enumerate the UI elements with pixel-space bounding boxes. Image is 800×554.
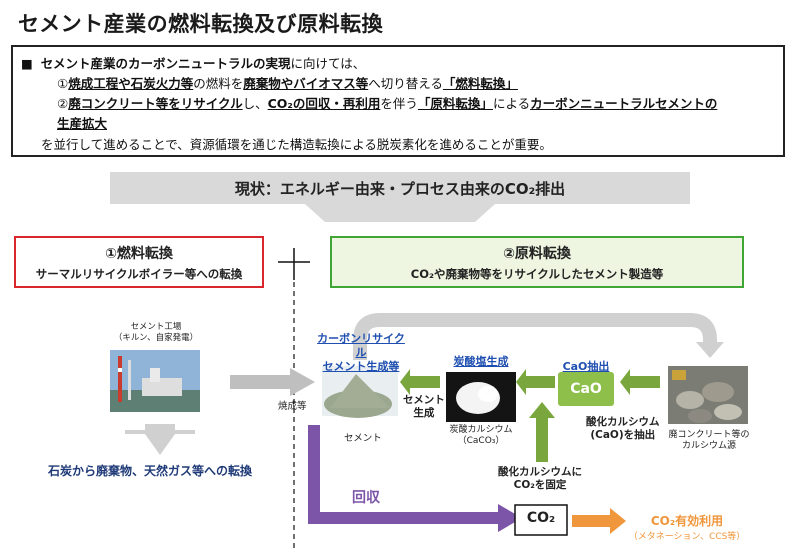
carbonate-label-line: （CaCO₃）: [457, 436, 505, 446]
extract-label: 酸化カルシウム (CaO)を抽出: [586, 416, 660, 442]
fuel-switch-title: ①燃料転換: [105, 246, 173, 262]
extract-line: (CaO)を抽出: [590, 429, 656, 441]
summary-line-3: ②廃コンクリート等をリサイクルし、CO₂の回収・再利用を伴う「原料転換」によるカ…: [57, 93, 717, 112]
utilization-sub: （メタネーション、CCS等）: [628, 532, 746, 542]
raw-switch-subtitle: CO₂や廃棄物等をリサイクルしたセメント製造等: [410, 267, 664, 281]
raw-switch-box: ②原料転換 CO₂や廃棄物等をリサイクルしたセメント製造等: [330, 236, 744, 288]
summary-box: ■ セメント産業のカーボンニュートラルの実現に向けては、 ①焼成工程や石炭火力等…: [11, 45, 785, 157]
cement-gen-line: カーボンリサイクル: [317, 332, 405, 359]
plant-down-arrow-shaft: [145, 424, 175, 432]
cement-make-line: 生成: [413, 407, 435, 419]
waste-label-line: カルシウム源: [681, 441, 736, 451]
top-return-arrow: [353, 313, 717, 360]
plant-down-arrow: [125, 430, 195, 455]
summary-phrase: CO₂の回収・再利用: [267, 96, 381, 111]
summary-phrase: に向けては、: [290, 56, 366, 71]
cement-make-label: セメント 生成: [403, 394, 445, 420]
co2-box-label: CO₂: [526, 510, 556, 526]
recovery-arrow: [308, 425, 500, 524]
summary-phrase: 廃コンクリート等をリサイクル: [68, 96, 243, 111]
cao-box-label: CaO: [570, 381, 602, 397]
bullet-icon: ■: [21, 56, 33, 71]
summary-line-5: を並行して進めることで、資源循環を通じた構造転換による脱炭素化を進めることが重要…: [41, 137, 552, 152]
waste-label: 廃コンクリート等の カルシウム源: [668, 430, 750, 452]
cement-make-line: セメント: [403, 394, 445, 406]
summary-phrase: による: [492, 96, 531, 111]
summary-phrase: へ切り替える: [368, 76, 443, 91]
summary-line-1: ■ セメント産業のカーボンニュートラルの実現に向けては、: [21, 53, 365, 72]
recovery-arrowhead: [498, 504, 522, 532]
calcium-carbonate-image: [446, 372, 516, 422]
fix-label: 酸化カルシウムに CO₂を固定: [495, 466, 585, 492]
status-down-arrow: [305, 204, 495, 222]
carbonate-label-line: 炭酸カルシウム: [449, 425, 513, 435]
page-title: セメント産業の燃料転換及び原料転換: [18, 12, 384, 36]
summary-phrase: セメント産業のカーボンニュートラルの実現: [40, 56, 291, 71]
summary-phrase: し、: [242, 96, 268, 111]
plant-label: セメント工場 （キルン、自家発電）: [110, 322, 202, 344]
extract-arrow: [620, 369, 660, 395]
utilization-arrow: [572, 508, 626, 534]
summary-line-2: ①焼成工程や石炭火力等の燃料を廃棄物やバイオマス等へ切り替える「燃料転換」: [57, 73, 518, 92]
cement-pile-image: [322, 366, 398, 418]
cement-plant-image: [110, 350, 200, 412]
cement-label: セメント: [344, 433, 382, 444]
summary-phrase: 焼成工程や石炭火力等: [68, 76, 194, 91]
carbonate-arrow: [516, 369, 555, 395]
carbonate-label: 炭酸カルシウム （CaCO₃）: [440, 425, 522, 447]
fix-arrow: [529, 402, 555, 462]
summary-phrase: ②: [57, 96, 69, 111]
waste-label-line: 廃コンクリート等の: [668, 430, 750, 440]
plant-label-line: （キルン、自家発電）: [113, 333, 199, 343]
plant-label-line: セメント工場: [130, 322, 182, 332]
carbonate-title: 炭酸塩生成: [453, 355, 509, 368]
extract-line: 酸化カルシウム: [586, 416, 660, 428]
fix-line: CO₂を固定: [513, 479, 567, 491]
fix-line: 酸化カルシウムに: [498, 466, 582, 478]
fuel-switch-box: ①燃料転換 サーマルリサイクルボイラー等への転換: [14, 236, 264, 288]
recovery-label: 回収: [352, 490, 380, 506]
co2-box: [514, 504, 568, 536]
cao-box: [558, 372, 614, 406]
top-return-arrowhead: [696, 342, 724, 358]
raw-switch-title: ②原料転換: [503, 246, 571, 262]
fuel-switch-caption: 石炭から廃棄物、天然ガス等への転換: [48, 464, 253, 478]
cao-title: CaO抽出: [562, 360, 610, 373]
summary-phrase: を伴う: [380, 96, 418, 111]
summary-phrase: 「燃料転換」: [442, 76, 518, 91]
plant-to-cement-arrow: [230, 368, 315, 396]
utilization-title: CO₂有効利用: [650, 514, 724, 528]
concrete-rubble-image: [668, 366, 748, 424]
summary-phrase: 廃棄物やバイオマス等: [243, 76, 369, 91]
utilization-block: CO₂有効利用 （メタネーション、CCS等）: [622, 512, 752, 542]
cement-make-arrow: [400, 369, 440, 395]
summary-phrase: ①: [57, 76, 69, 91]
cement-gen-title: カーボンリサイクル セメント生成等: [314, 332, 408, 374]
firing-label: 焼成等: [278, 401, 307, 412]
summary-phrase: 生産拡大: [57, 116, 108, 131]
status-banner: 現状：エネルギー由来・プロセス由来のCO₂排出: [110, 172, 690, 204]
summary-line-4: 生産拡大: [57, 113, 107, 132]
cement-gen-line: セメント生成等: [322, 360, 400, 373]
summary-phrase: カーボンニュートラルセメントの: [530, 96, 718, 111]
fuel-switch-subtitle: サーマルリサイクルボイラー等への転換: [35, 267, 243, 281]
summary-phrase: の燃料を: [193, 76, 244, 91]
summary-phrase: 「原料転換」: [417, 96, 493, 111]
